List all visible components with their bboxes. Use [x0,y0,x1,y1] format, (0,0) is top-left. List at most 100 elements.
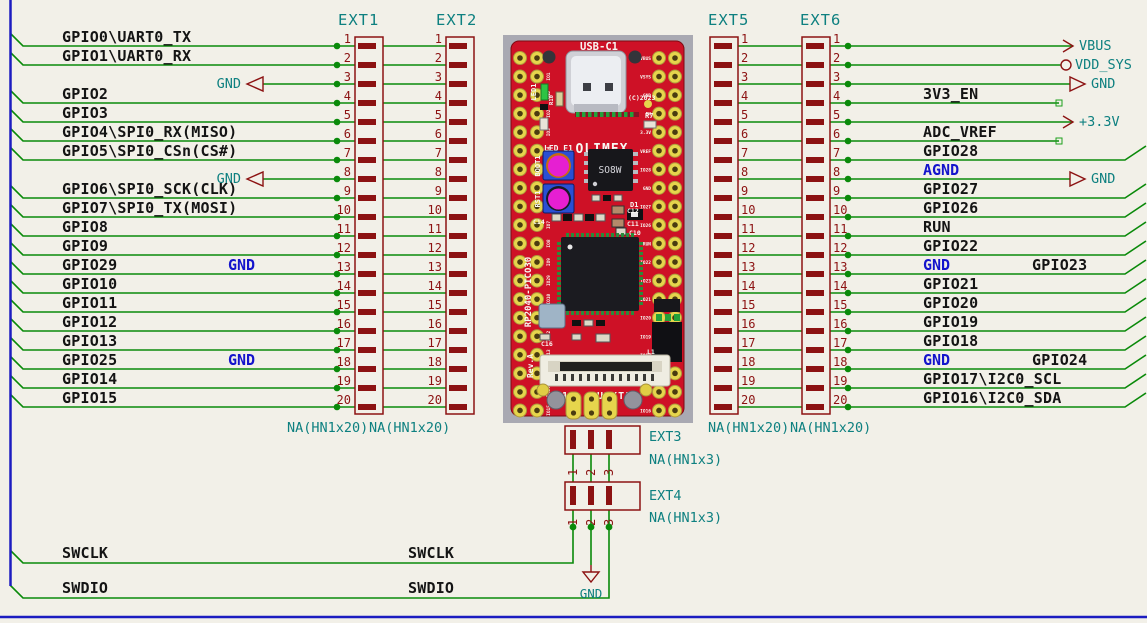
net-label[interactable]: GPIO8 [62,218,108,236]
wire[interactable] [724,354,1147,370]
net-label[interactable]: GPIO28 [923,142,978,160]
ext1-connector-body[interactable] [354,36,384,415]
net-label[interactable]: GPIO15 [62,389,117,407]
gnd-net-label[interactable]: GND [228,351,255,369]
ext5-title[interactable]: EXT5 [708,11,749,29]
hier-arrow[interactable] [1062,39,1075,53]
swclk-label-left[interactable]: SWCLK [62,544,108,562]
wire[interactable] [9,355,446,370]
wire[interactable] [9,222,446,237]
net-label[interactable]: GPIO29 [62,256,117,274]
net-label[interactable]: GPIO0\UART0_TX [62,28,191,46]
hier-label[interactable]: +3.3V [1079,114,1120,130]
gnd-net-label[interactable]: GND [923,351,950,369]
net-label[interactable]: GPIO22 [923,237,978,255]
wire[interactable] [724,145,1147,161]
net-label[interactable]: GPIO19 [923,313,978,331]
wire[interactable] [9,146,446,161]
gnd-hier-label[interactable]: GND [217,76,241,92]
net-label[interactable]: GPIO4\SPI0_RX(MISO) [62,123,237,141]
net-label[interactable]: GPIO25 [62,351,117,369]
wire[interactable] [9,203,446,218]
wire[interactable] [724,316,1147,332]
swdio-label-mid[interactable]: SWDIO [408,579,454,597]
wire[interactable] [724,259,1147,275]
wire[interactable] [9,317,446,332]
net-label[interactable]: GPIO17\I2C0_SCL [923,370,1061,388]
ext2-title[interactable]: EXT2 [436,11,477,29]
gnd-hier-label[interactable]: GND [217,171,241,187]
ext3-title[interactable]: EXT3 [649,429,682,445]
swdio-label-left[interactable]: SWDIO [62,579,108,597]
net-label[interactable]: GPIO11 [62,294,117,312]
net-label[interactable]: GPIO2 [62,85,108,103]
wire[interactable] [9,298,446,313]
gnd-net-label[interactable]: GND [923,256,950,274]
net-label[interactable]: GPIO6\SPI0_SCK(CLK) [62,180,237,198]
gnd-net-label[interactable]: GND [228,256,255,274]
ext2-connector-body[interactable] [445,36,475,415]
board-photo[interactable]: IO0VBUSIO1VSYSGNDGNDIO2ENIO33.3VIO4VREFI… [503,35,693,423]
net-label[interactable]: GPIO3 [62,104,108,122]
hier-label[interactable]: VBUS [1079,38,1112,54]
ext4-title[interactable]: EXT4 [649,488,682,504]
net-label[interactable]: GPIO14 [62,370,117,388]
gnd-hier-arrow[interactable] [1069,170,1087,188]
wire[interactable] [724,183,1147,199]
wire[interactable] [9,393,446,408]
ext5-footprint[interactable]: NA(HN1x20) [708,420,789,436]
wire[interactable] [9,108,446,123]
ext3-connector-body[interactable] [564,425,641,455]
net-label[interactable]: GPIO1\UART0_RX [62,47,191,65]
ext6-footprint[interactable]: NA(HN1x20) [790,420,871,436]
wire[interactable] [724,297,1147,313]
wire[interactable] [9,51,446,66]
ext1-footprint[interactable]: NA(HN1x20) [287,420,368,436]
net-label[interactable]: GPIO12 [62,313,117,331]
ext1-title[interactable]: EXT1 [338,11,379,29]
net-label[interactable]: GPIO27 [923,180,978,198]
gnd-net-label[interactable]: AGND [923,161,959,179]
ext4-footprint[interactable]: NA(HN1x3) [649,510,722,526]
wire[interactable] [724,221,1147,237]
wire[interactable] [9,336,446,351]
net-label[interactable]: GPIO5\SPI0_CSn(CS#) [62,142,237,160]
net-label[interactable]: GPIO18 [923,332,978,350]
wire[interactable] [724,392,1147,408]
wire[interactable] [724,278,1147,294]
net-label[interactable]: RUN [923,218,951,236]
net-label[interactable]: GPIO26 [923,199,978,217]
ext6-connector-body[interactable] [801,36,831,415]
hier-arrow[interactable] [1062,115,1075,129]
gnd-hier-arrow[interactable] [245,75,264,93]
net-label[interactable]: 3V3_EN [923,85,978,103]
wire[interactable] [724,373,1147,389]
ext4-connector-body[interactable] [564,481,641,511]
wire[interactable] [9,127,446,142]
net-label[interactable]: GPIO24 [1032,351,1087,369]
gnd-hier-label[interactable]: GND [1091,76,1115,92]
gnd-hier-arrow[interactable] [1069,75,1087,93]
wire[interactable] [9,374,446,389]
hier-label[interactable]: VDD_SYS [1075,57,1132,73]
swdio-wire[interactable] [9,449,610,599]
wire[interactable] [9,32,446,47]
wire[interactable] [724,335,1147,351]
wire[interactable] [9,279,446,294]
gnd-symbol-triangle[interactable] [581,571,601,584]
ext6-title[interactable]: EXT6 [800,11,841,29]
net-label[interactable]: GPIO16\I2C0_SDA [923,389,1061,407]
net-label[interactable]: GPIO23 [1032,256,1087,274]
gnd-hier-arrow[interactable] [245,170,264,188]
net-label[interactable]: GPIO20 [923,294,978,312]
swclk-label-mid[interactable]: SWCLK [408,544,454,562]
gnd-hier-label[interactable]: GND [1091,171,1115,187]
wire[interactable] [724,240,1147,256]
net-label[interactable]: ADC_VREF [923,123,997,141]
wire[interactable] [724,202,1147,218]
net-label[interactable]: GPIO10 [62,275,117,293]
net-label[interactable]: GPIO21 [923,275,978,293]
wire[interactable] [9,184,446,199]
net-label[interactable]: GPIO7\SPI0_TX(MOSI) [62,199,237,217]
wire[interactable] [9,89,446,104]
